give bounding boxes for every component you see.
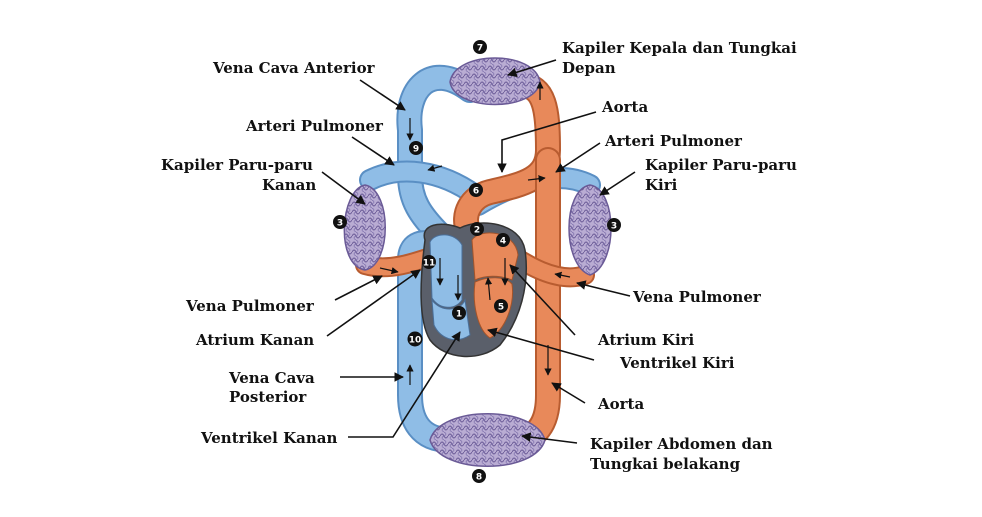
label-arteri-pulmoner-left: Arteri Pulmoner bbox=[245, 117, 384, 135]
svg-text:8: 8 bbox=[476, 473, 482, 483]
svg-text:2: 2 bbox=[474, 226, 480, 236]
svg-text:11: 11 bbox=[423, 259, 436, 269]
flow-arrows bbox=[379, 81, 571, 385]
label-kapiler-paru-kiri-line2: Kiri bbox=[645, 176, 678, 194]
marker-1: 1 bbox=[452, 306, 466, 320]
marker-2: 2 bbox=[470, 222, 484, 236]
svg-text:1: 1 bbox=[456, 310, 462, 320]
svg-text:3: 3 bbox=[337, 219, 343, 229]
marker-8: 8 bbox=[472, 469, 486, 483]
label-vena-pulmoner-left: Vena Pulmoner bbox=[185, 297, 315, 315]
marker-10: 10 bbox=[407, 331, 423, 347]
marker-3-left: 3 bbox=[333, 215, 347, 229]
label-ventrikel-kanan: Ventrikel Kanan bbox=[200, 429, 337, 447]
label-ventrikel-kiri: Ventrikel Kiri bbox=[619, 354, 735, 372]
svg-text:6: 6 bbox=[473, 187, 479, 197]
label-vena-cava-posterior-line2: Posterior bbox=[229, 388, 307, 406]
labels: Vena Cava Anterior Kapiler Kepala dan Tu… bbox=[161, 39, 797, 473]
label-kapiler-abdomen-line2: Tungkai belakang bbox=[590, 455, 741, 473]
label-atrium-kiri: Atrium Kiri bbox=[597, 331, 695, 349]
left-ventricle bbox=[473, 277, 514, 339]
label-vena-cava-anterior: Vena Cava Anterior bbox=[212, 59, 376, 77]
capillary-lung-left-side bbox=[568, 184, 612, 276]
label-kapiler-paru-kanan: Kapiler Paru-paru bbox=[161, 156, 313, 174]
capillaries bbox=[343, 57, 612, 467]
label-atrium-kanan: Atrium Kanan bbox=[195, 331, 314, 349]
marker-3-right: 3 bbox=[607, 218, 621, 232]
label-vena-pulmoner-right: Vena Pulmoner bbox=[632, 288, 762, 306]
label-kapiler-paru-kanan-line2: Kanan bbox=[262, 176, 316, 194]
capillary-lung-right-side bbox=[343, 184, 386, 271]
marker-4: 4 bbox=[496, 233, 510, 247]
marker-9: 9 bbox=[409, 141, 423, 155]
label-vena-cava-posterior: Vena Cava bbox=[228, 369, 315, 387]
leader-lines bbox=[321, 59, 636, 444]
label-kapiler-abdomen: Kapiler Abdomen dan bbox=[590, 435, 773, 453]
markers: 7 9 6 2 4 3 3 11 5 1 10 8 bbox=[333, 40, 621, 483]
label-arteri-pulmoner-right: Arteri Pulmoner bbox=[604, 132, 743, 150]
capillary-abdomen bbox=[429, 413, 546, 467]
label-kapiler-kepala-line2: Depan bbox=[562, 59, 616, 77]
label-aorta-top: Aorta bbox=[601, 98, 648, 116]
marker-7: 7 bbox=[473, 40, 487, 54]
right-atrium bbox=[429, 234, 463, 308]
marker-11: 11 bbox=[422, 255, 436, 269]
marker-5: 5 bbox=[494, 299, 508, 313]
label-aorta-bottom: Aorta bbox=[597, 395, 644, 413]
label-kapiler-paru-kiri: Kapiler Paru-paru bbox=[645, 156, 797, 174]
heart bbox=[420, 222, 528, 358]
svg-text:3: 3 bbox=[611, 222, 617, 232]
capillary-head bbox=[449, 57, 541, 106]
label-kapiler-kepala: Kapiler Kepala dan Tungkai bbox=[562, 39, 797, 57]
svg-text:5: 5 bbox=[498, 303, 504, 313]
svg-text:10: 10 bbox=[409, 336, 422, 346]
svg-text:9: 9 bbox=[413, 145, 419, 155]
svg-text:7: 7 bbox=[477, 44, 483, 54]
svg-text:4: 4 bbox=[500, 237, 506, 247]
marker-6: 6 bbox=[469, 183, 483, 197]
